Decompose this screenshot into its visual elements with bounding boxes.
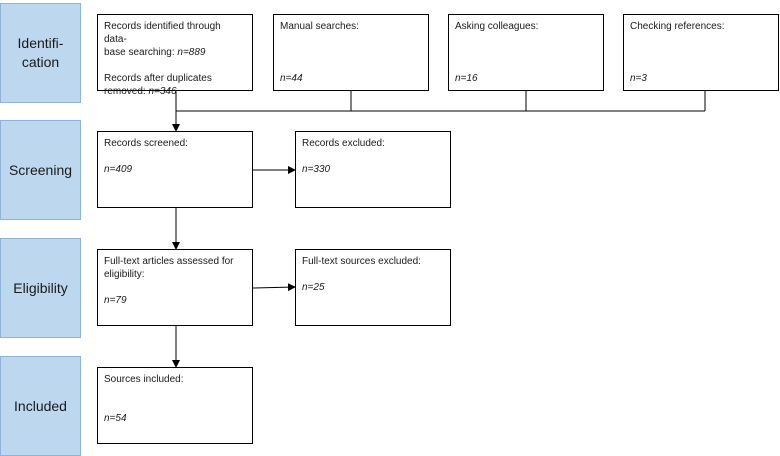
box-manual-searches: Manual searches: n=44	[273, 14, 429, 91]
database-label-2: Records after duplicates removed:	[104, 73, 212, 97]
manual-searches-count: n=44	[280, 73, 303, 84]
fulltext-assessed-count: n=79	[104, 295, 127, 306]
records-excluded-label: Records excluded:	[302, 138, 385, 149]
checking-references-label: Checking references:	[630, 21, 725, 32]
database-count-2: n=346	[148, 86, 177, 97]
fulltext-excluded-label: Full-text sources excluded:	[302, 256, 421, 267]
asking-colleagues-label: Asking colleagues:	[455, 21, 539, 32]
records-excluded-count: n=330	[302, 164, 331, 175]
box-asking-colleagues: Asking colleagues: n=16	[448, 14, 604, 91]
records-screened-label: Records screened:	[104, 138, 188, 149]
checking-references-count: n=3	[630, 73, 647, 84]
fulltext-assessed-label: Full-text articles assessed for eligibil…	[104, 256, 234, 280]
sources-included-count: n=54	[104, 413, 127, 424]
stage-included: Included	[0, 356, 81, 456]
asking-colleagues-count: n=16	[455, 73, 478, 84]
arrow-to-fulltext-excluded	[252, 283, 296, 292]
database-label-1: Records identified through data- base se…	[104, 21, 221, 58]
box-fulltext-assessed: Full-text articles assessed for eligibil…	[97, 249, 253, 326]
box-checking-references: Checking references: n=3	[623, 14, 779, 91]
box-sources-included: Sources included: n=54	[97, 367, 253, 444]
database-count-1: n=889	[177, 47, 206, 58]
fulltext-excluded-count: n=25	[302, 282, 325, 293]
manual-searches-label: Manual searches:	[280, 21, 359, 32]
records-screened-count: n=409	[104, 164, 133, 175]
stage-identification: Identifi- cation	[0, 3, 81, 103]
stage-eligibility: Eligibility	[0, 238, 81, 338]
box-records-screened: Records screened: n=409	[97, 131, 253, 208]
box-fulltext-excluded: Full-text sources excluded: n=25	[295, 249, 451, 326]
sources-included-label: Sources included:	[104, 374, 184, 385]
box-database-records: Records identified through data- base se…	[97, 14, 253, 97]
stage-screening: Screening	[0, 120, 81, 220]
box-records-excluded: Records excluded: n=330	[295, 131, 451, 208]
